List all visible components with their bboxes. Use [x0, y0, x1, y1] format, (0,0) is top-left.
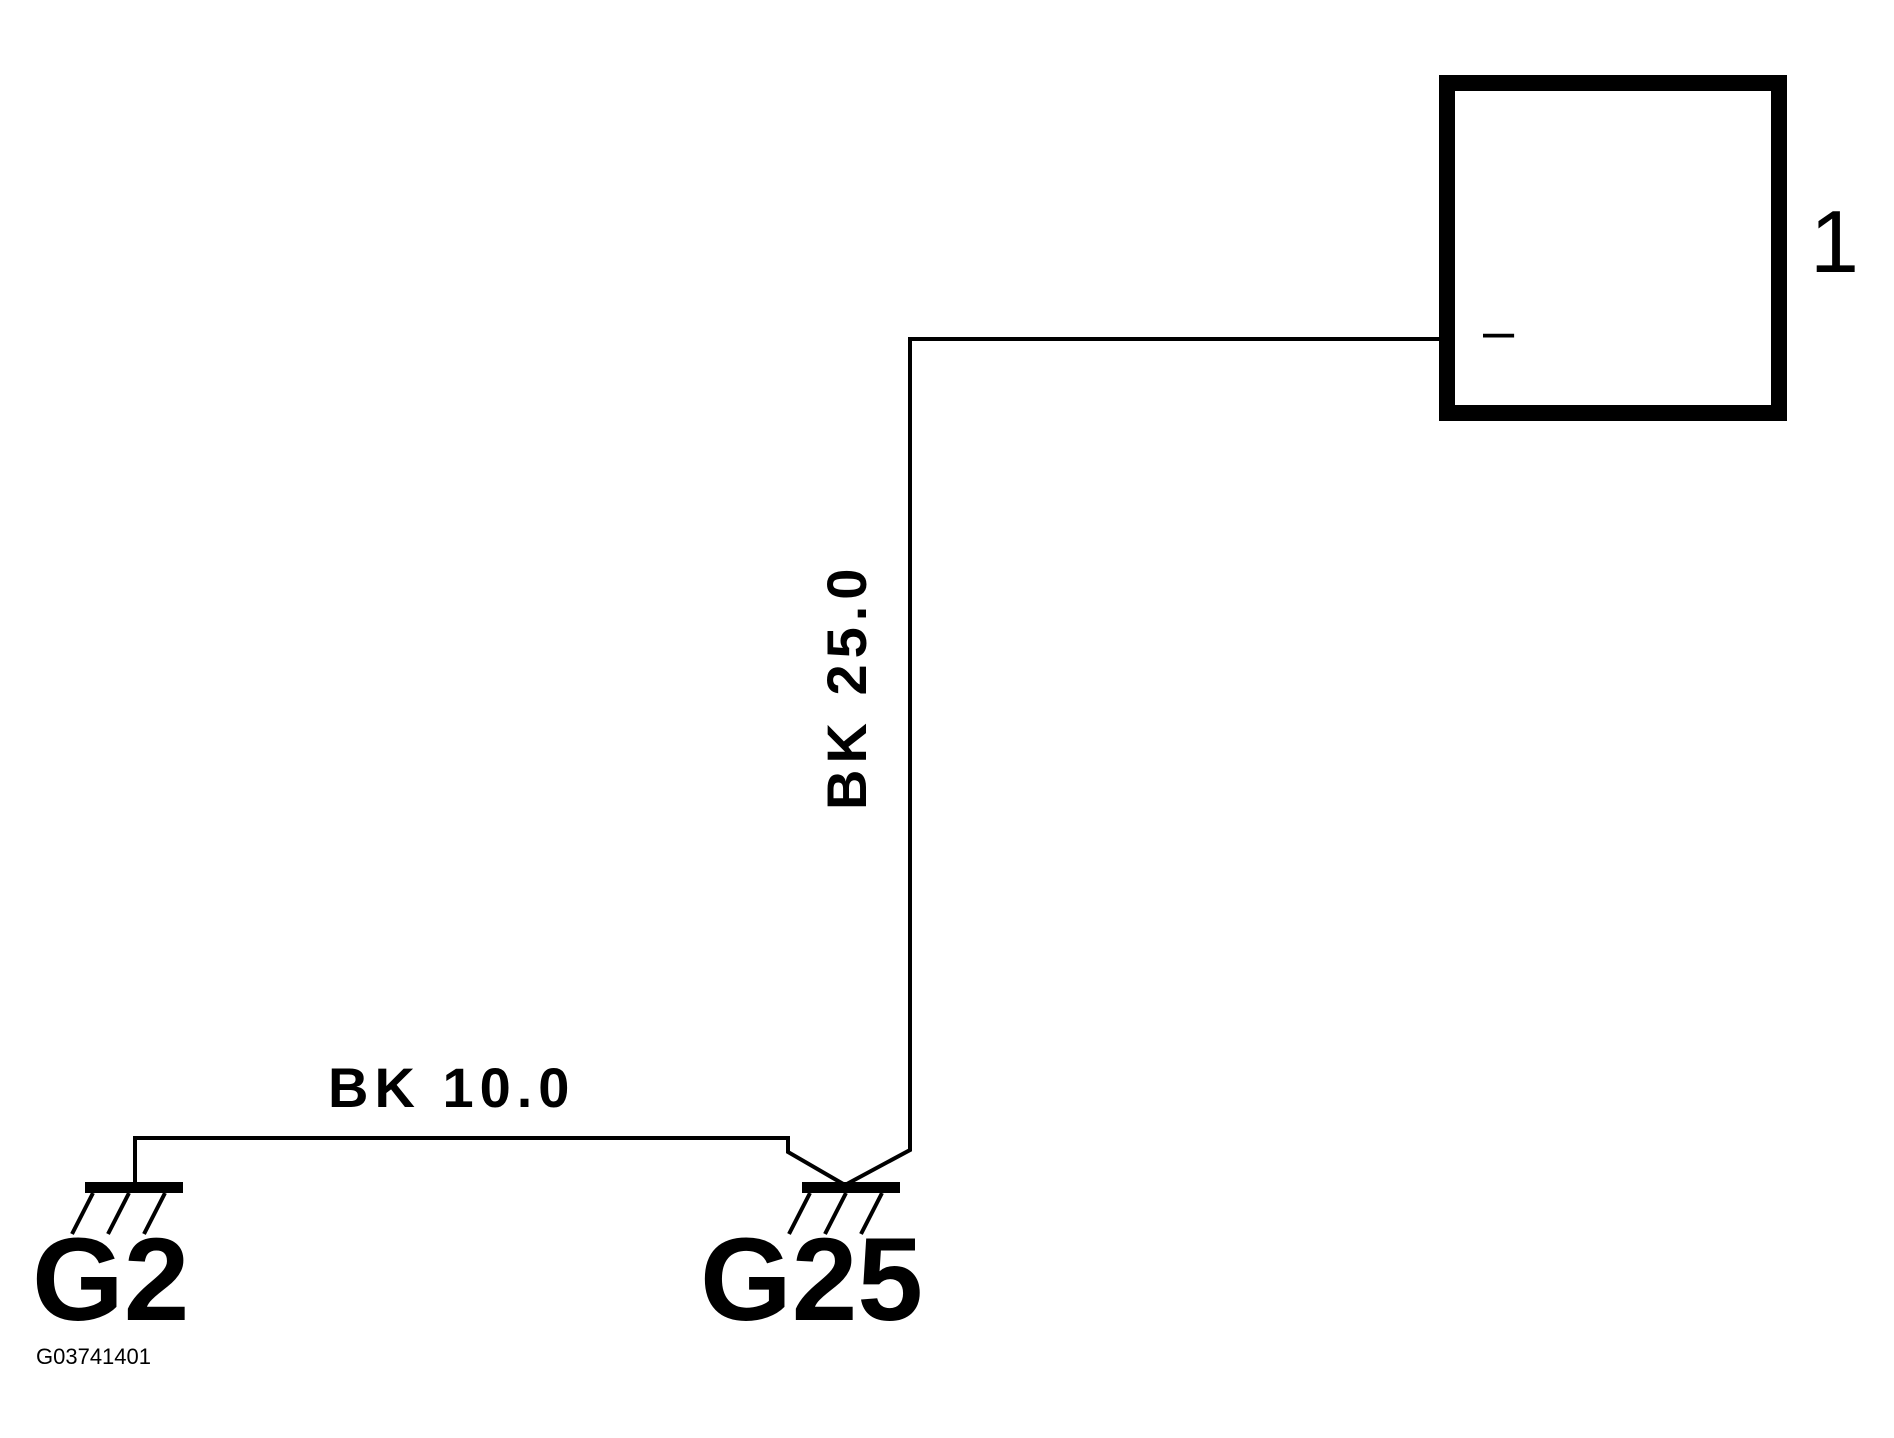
ground-bar-g25: [802, 1182, 900, 1193]
figure-id: G03741401: [36, 1344, 151, 1369]
ground-bar-g2: [85, 1182, 183, 1193]
wire-label-bk-25: BK 25.0: [815, 563, 878, 810]
negative-terminal-mark: –: [1483, 299, 1515, 362]
ground-symbol-g25: [787, 1182, 900, 1235]
component-number: 1: [1810, 192, 1859, 291]
ground-symbol-g2: [70, 1182, 183, 1235]
component-box: [1439, 75, 1787, 421]
wire-label-bk-10: BK 10.0: [328, 1056, 575, 1119]
wire-bk-10: [133, 1136, 847, 1187]
ground-label-g2: G2: [32, 1214, 189, 1346]
wire-bk-25: [844, 337, 1447, 1187]
ground-label-g25: G25: [700, 1214, 923, 1346]
